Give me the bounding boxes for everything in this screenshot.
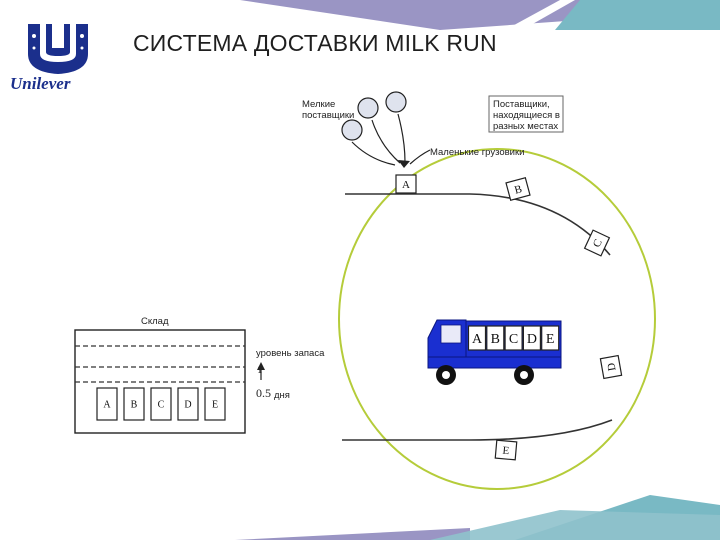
top-right-white-stripe <box>505 0 575 30</box>
svg-text:D: D <box>527 332 537 347</box>
warehouse-bin-a: A <box>96 387 118 421</box>
bottom-teal-band <box>430 510 720 540</box>
truck-cargo-e: E <box>541 325 560 351</box>
svg-text:B: B <box>513 183 523 196</box>
small-trucks-label: Маленькие грузовики <box>430 147 525 158</box>
truck-cargo-c: C <box>504 325 523 351</box>
warehouse-bin-b: B <box>123 387 145 421</box>
bottom-purple-stripe <box>235 528 470 540</box>
svg-text:A: A <box>472 332 483 347</box>
logo-wordmark: Unilever <box>10 74 71 93</box>
truck-cargo-b: B <box>486 325 505 351</box>
svg-text:A: A <box>402 179 410 191</box>
truck-cargo-a: A <box>467 325 487 351</box>
svg-text:C: C <box>509 332 518 347</box>
unilever-logo-icon <box>28 24 88 74</box>
svg-text:E: E <box>502 445 510 458</box>
svg-text:C: C <box>158 400 165 411</box>
svg-text:A: A <box>103 400 111 411</box>
svg-text:C: C <box>591 238 605 250</box>
route-stop-d: D <box>599 354 623 380</box>
route-stop-b: B <box>505 176 531 202</box>
truck-chassis <box>427 356 562 369</box>
milk-run-route-circle <box>338 148 656 490</box>
warehouse-bins-layer: A B C D E <box>96 387 226 421</box>
svg-text:B: B <box>491 332 500 347</box>
warehouse-bin-d: D <box>177 387 199 421</box>
small-supplier-balls <box>341 91 407 141</box>
svg-text:D: D <box>184 400 191 411</box>
stock-unit-label: дня <box>274 390 290 401</box>
truck-cargo-d: D <box>522 325 542 351</box>
stock-level-label: уровень запаса <box>256 348 325 359</box>
supplier-ball-2 <box>357 97 379 119</box>
svg-text:B: B <box>131 400 138 411</box>
warehouse-label: Склад <box>141 316 169 327</box>
distributed-suppliers-label: Поставщики, находящиеся в разных местах <box>493 99 560 132</box>
route-stop-c: C <box>583 229 611 257</box>
upper-road-line <box>345 193 611 256</box>
small-suppliers-label: Мелкие поставщики <box>302 99 355 121</box>
supplier-ball-3 <box>385 91 407 113</box>
distributed-suppliers-box <box>488 95 564 133</box>
lower-road-line <box>342 419 613 441</box>
route-stop-e: E <box>494 439 518 461</box>
truck-window <box>440 324 462 344</box>
supplier-ball-1 <box>341 119 363 141</box>
route-stop-a: A <box>395 174 417 194</box>
stock-value-bottom: 0.5 <box>256 386 271 400</box>
stock-value-top: 1 <box>257 364 263 376</box>
svg-text:E: E <box>212 400 218 411</box>
warehouse-bin-c: C <box>150 387 172 421</box>
warehouse-bin-e: E <box>204 387 226 421</box>
arrowhead-icon <box>398 160 410 168</box>
svg-text:E: E <box>546 332 555 347</box>
top-right-teal-stripe <box>555 0 720 30</box>
supplier-arrows <box>351 113 431 166</box>
slide-title: СИСТЕМА ДОСТАВКИ MILK RUN <box>133 30 497 56</box>
svg-text:D: D <box>605 362 618 372</box>
stock-arrow-head-icon <box>257 362 265 370</box>
